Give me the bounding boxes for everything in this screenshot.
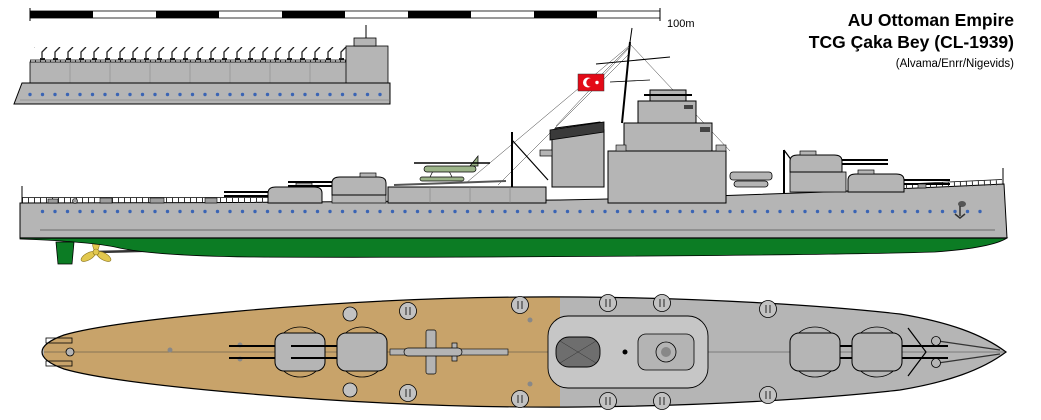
flag-crescent-inner xyxy=(586,78,595,87)
breakwater xyxy=(907,327,927,377)
funnel xyxy=(539,121,605,188)
derrick-boom xyxy=(511,139,549,181)
flag-star xyxy=(595,80,599,85)
bridge-windows xyxy=(700,127,710,132)
inset-deckhouse xyxy=(29,61,355,84)
antenna-yard xyxy=(609,79,651,83)
scale-bar: 100m xyxy=(29,8,695,30)
ships-boat xyxy=(729,171,773,181)
anchor-chain xyxy=(937,340,1001,351)
inset-portholes xyxy=(24,89,382,98)
seaplane-float xyxy=(419,176,465,182)
ships-boat xyxy=(733,180,769,188)
rudder xyxy=(55,241,75,265)
plan-superstructure xyxy=(547,315,709,389)
bridge-tower xyxy=(607,89,727,204)
scale-label: 100m xyxy=(667,18,695,30)
catapult-rail xyxy=(393,180,507,186)
plan-stern-gear xyxy=(45,337,75,367)
plan-bow-gear xyxy=(907,327,1001,377)
searchlight-platform xyxy=(539,149,553,157)
capstan xyxy=(931,336,941,346)
seaplane xyxy=(414,155,490,182)
plan-hull-outline xyxy=(41,296,1008,408)
anchor xyxy=(954,201,966,219)
plan-mast xyxy=(622,349,628,355)
fwd-turret-a xyxy=(847,169,950,193)
plan-director xyxy=(655,341,677,363)
side-profile xyxy=(19,27,1009,265)
flag-halyard xyxy=(601,47,629,75)
plan-aa-mounts xyxy=(342,294,777,410)
plan-view xyxy=(41,294,1008,410)
turkish-flag xyxy=(577,73,605,92)
seaplane-fuselage xyxy=(423,165,477,173)
title-line2: TCG Çaka Bey (CL-1939) xyxy=(809,32,1014,52)
aft-detail-inset xyxy=(13,25,391,105)
aft-deckhouse xyxy=(387,186,547,204)
plan-fwd-turret-a xyxy=(851,326,948,378)
inset-director xyxy=(353,37,377,47)
capstan xyxy=(931,358,941,368)
funnel-cap xyxy=(549,121,605,141)
plan-seaplane xyxy=(403,329,463,375)
anchor-chain xyxy=(937,353,1001,364)
aft-turret-y xyxy=(288,172,387,204)
capstan xyxy=(917,183,927,189)
plan-aft-turret-x xyxy=(229,326,326,378)
hull-portholes xyxy=(36,208,986,217)
title-line1: AU Ottoman Empire xyxy=(848,10,1015,30)
bow-railing xyxy=(905,180,1003,189)
seaplane-tail xyxy=(469,155,479,167)
credit-line: (Alvama/Enrr/Nigevids) xyxy=(896,58,1014,70)
title-block: AU Ottoman Empire TCG Çaka Bey (CL-1939)… xyxy=(809,10,1014,70)
inset-tower xyxy=(345,45,389,84)
mainmast xyxy=(595,27,671,124)
plan-aft-turret-y xyxy=(291,326,388,378)
quarterdeck-fittings xyxy=(47,197,218,204)
yardarm xyxy=(595,56,671,65)
underwater-hull xyxy=(19,237,1009,258)
fwd-turret-b xyxy=(789,150,888,193)
